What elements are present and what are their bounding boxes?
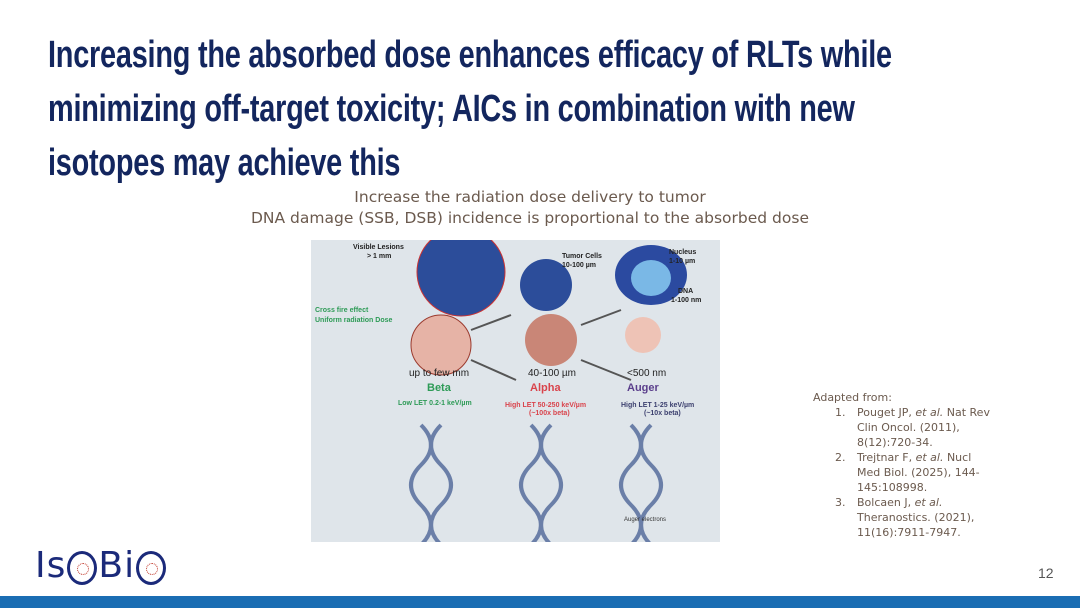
ref-citation: Theranostics. (2021), 11(16):7911-7947. — [857, 511, 975, 539]
reference-item: 2. Trejtnar F, et al. Nucl Med Biol. (20… — [813, 450, 997, 495]
ref-text: Trejtnar F, et al. Nucl Med Biol. (2025)… — [857, 450, 997, 495]
label-dna: DNA — [678, 288, 694, 295]
alpha-cells — [525, 314, 577, 366]
auger-cells — [625, 317, 661, 353]
slide-title: Increasing the absorbed dose enhances ef… — [48, 28, 960, 190]
ref-text: Pouget JP, et al. Nat Rev Clin Oncol. (2… — [857, 405, 997, 450]
auger-range: <500 nm — [627, 368, 667, 379]
subtitle-line-1: Increase the radiation dose delivery to … — [354, 188, 706, 206]
subtitle-line-2: DNA damage (SSB, DSB) incidence is propo… — [250, 209, 809, 227]
label-tumor-cells: Tumor Cells — [562, 253, 602, 260]
auger-let: High LET 1-25 keV/µm — [621, 402, 695, 409]
page-number: 12 — [1038, 565, 1054, 581]
ref-citation: Nucl Med Biol. (2025), 144-145:108998. — [857, 451, 980, 494]
beta-cell — [410, 314, 472, 376]
lesion-cluster — [416, 240, 506, 317]
ref-etal: et al. — [915, 451, 944, 464]
isobio-logo: Is Bi — [35, 545, 167, 586]
label-auger-electrons: Auger electrons — [624, 517, 667, 523]
label-nucleus-size: 1-10 µm — [669, 258, 696, 265]
label-crossfire: Cross fire effect — [315, 307, 369, 314]
radiation-range-figure: Visible Lesions > 1 mm Tumor Cells 10-10… — [311, 240, 720, 542]
label-nucleus: Nucleus — [669, 249, 697, 256]
reference-item: 3. Bolcaen J, et al. Theranostics. (2021… — [813, 495, 997, 540]
beta-range: up to few mm — [409, 368, 470, 379]
ref-number: 2. — [835, 451, 846, 464]
alpha-let: High LET 50-250 keV/µm — [505, 402, 587, 409]
auger-label: Auger — [627, 382, 659, 394]
ref-etal: et al. — [914, 496, 943, 509]
beta-let: Low LET 0.2-1 keV/µm — [398, 400, 472, 407]
title-line: isotopes may achieve this — [48, 142, 401, 184]
dna-helices — [409, 423, 663, 542]
logo-text-2: Bi — [98, 545, 136, 586]
logo-text-1: Is — [35, 545, 67, 586]
references-heading: Adapted from: — [813, 391, 892, 404]
alpha-range: 40-100 µm — [528, 368, 577, 379]
figure-illustration — [409, 240, 687, 542]
ref-number: 3. — [835, 496, 846, 509]
footer-bar — [0, 596, 1080, 608]
ref-text: Bolcaen J, et al. Theranostics. (2021), … — [857, 495, 997, 540]
logo-atom-icon — [67, 550, 98, 585]
alpha-label: Alpha — [530, 382, 561, 394]
title-line: Increasing the absorbed dose enhances ef… — [48, 34, 892, 76]
ref-etal: et al. — [915, 406, 944, 419]
reference-item: 1. Pouget JP, et al. Nat Rev Clin Oncol.… — [813, 405, 997, 450]
beta-label: Beta — [427, 382, 451, 394]
title-line: minimizing off-target toxicity; AICs in … — [48, 88, 855, 130]
tumor-cell-cluster — [520, 259, 572, 311]
label-dna-size: 1-100 nm — [671, 297, 702, 304]
label-uniform-dose: Uniform radiation Dose — [315, 317, 393, 324]
auger-relative: (~10x beta) — [644, 410, 681, 417]
ref-author: Pouget JP, — [857, 406, 916, 419]
label-visible-lesions: Visible Lesions — [353, 244, 404, 251]
logo-atom-icon — [136, 550, 167, 585]
label-lesion-size: > 1 mm — [367, 253, 392, 260]
references: Adapted from: 1. Pouget JP, et al. Nat R… — [813, 390, 997, 540]
ref-author: Trejtnar F, — [857, 451, 916, 464]
ref-number: 1. — [835, 406, 846, 419]
ref-citation: Nat Rev Clin Oncol. (2011), 8(12):720-34… — [857, 406, 990, 449]
label-tumor-size: 10-100 µm — [562, 262, 596, 269]
ref-author: Bolcaen J, — [857, 496, 915, 509]
alpha-relative: (~100x beta) — [529, 410, 570, 417]
